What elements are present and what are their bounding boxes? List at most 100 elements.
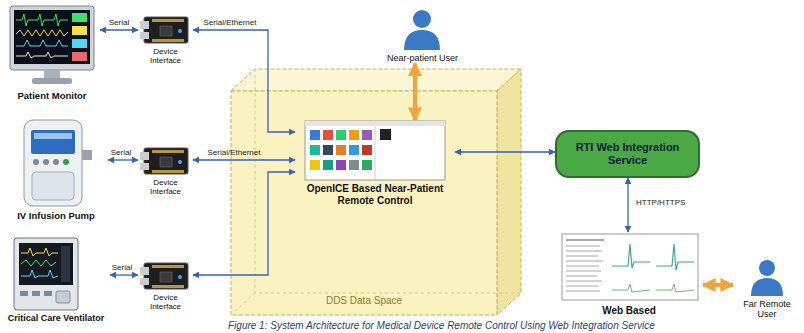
user-node: Far Remote User [733,258,801,320]
web-screenshot-part [566,239,604,240]
pump-picture-part [34,133,72,139]
ventilator-picture-part [61,246,70,282]
app-node: OpenICE Based Near-Patient Remote Contro… [295,120,455,206]
picture-slot [295,120,455,182]
picture-slot [2,236,110,312]
ventilator-picture-part [20,291,28,296]
connector [100,29,138,30]
user-node: Near-patient User [375,8,470,63]
web-node: Web Based [555,232,703,317]
app-screenshot-part [349,160,359,170]
web-screenshot-part [656,244,694,270]
node-label: Near-patient User [375,53,470,63]
app-screenshot [305,121,445,180]
web-screenshot-part [566,291,600,292]
illustration-layer-part [140,17,188,43]
pump-picture-part [63,159,69,165]
illustration-layer-part [140,263,188,289]
pump-picture-part [43,159,49,165]
web-screenshot-part [566,261,603,262]
node-label: OpenICE Based Near-Patient Remote Contro… [295,183,455,206]
user-icon [404,10,440,50]
service-label: RTI Web Integration Service [565,141,690,166]
user-icon-part [759,260,775,276]
monitor-picture-part [10,6,94,70]
web-screenshot-part [656,284,694,292]
interface-node: Device Interface [138,258,193,311]
picture-slot [138,258,193,292]
monitor-picture-part [72,39,87,48]
ventilator-picture-part [21,270,58,278]
web-screenshot-part [566,266,599,267]
connector [703,283,733,287]
data-space-outline-part [231,91,497,315]
web-screenshot-part [566,251,602,252]
ventilator-picture [14,238,78,310]
edge-label: Serial [100,19,138,28]
app-screenshot-part [323,160,333,170]
data-space-outline-part [255,69,521,293]
pump-picture [24,120,92,206]
device-node: IV Infusion Pump [4,118,108,222]
ventilator-picture-part [32,291,40,296]
web-screenshot-part [566,271,601,272]
pump-picture-part [53,159,59,165]
connector [108,159,138,160]
user-icon-part [413,10,431,28]
app-screenshot-part [336,145,346,155]
connector [413,63,417,120]
app-screenshot-part [323,145,333,155]
data-space-outline-part [231,69,521,91]
app-screenshot-part [362,130,372,140]
picture-slot [138,12,193,46]
monitor-picture [10,6,94,84]
picture-slot [375,8,470,52]
node-label: Device Interface [138,178,193,196]
node-label: Device Interface [138,293,193,311]
monitor-picture-part [72,52,87,61]
app-screenshot-part [349,145,359,155]
web-screenshot-part [612,244,650,268]
monitor-picture-part [16,14,68,26]
data-space-outline-part [497,69,521,315]
web-screenshot-part [566,256,598,257]
data-space-box: DDS Data SpaceOpenICE Based Near-Patient… [230,68,522,316]
picture-slot [555,232,703,304]
picture-slot [4,2,100,90]
pump-picture-part [33,159,39,165]
app-screenshot-part [310,160,320,170]
node-label: Far Remote User [733,299,801,320]
pump-picture-part [31,130,75,154]
pump-picture-part [32,172,74,200]
ventilator-picture-part [21,248,58,256]
ventilator-picture-part [14,238,78,310]
app-screenshot-part [362,160,372,170]
ventilator-picture-part [44,291,52,296]
app-screenshot-part [380,129,391,140]
app-screenshot-part [305,121,445,180]
connector [193,159,295,160]
interface-node: Device Interface [138,12,193,65]
data-space-outline-part [231,293,255,315]
node-label: Device Interface [138,47,193,65]
app-screenshot-part [336,130,346,140]
app-screenshot-part [375,126,376,180]
edge-label: Serial/Ethernet [198,149,270,158]
pump-picture-part [82,150,92,160]
monitor-picture-part [16,40,68,46]
app-screenshot-part [323,130,333,140]
app-screenshot-part [336,160,346,170]
app-screenshot-part [349,130,359,140]
app-screenshot-part [310,145,320,155]
app-screenshot-part [362,145,372,155]
app-screenshot-part [305,121,445,126]
interface-node: Device Interface [138,143,193,196]
figure-caption: Figure 1: System Architecture for Medica… [228,320,788,332]
monitor-picture-part [72,26,87,35]
connector [627,178,628,232]
service-box: RTI Web Integration Service [555,130,700,178]
pump-picture-part [24,120,82,206]
illustration-layer-part [140,148,188,174]
ventilator-picture-part [21,260,56,266]
picture-slot [4,118,108,210]
